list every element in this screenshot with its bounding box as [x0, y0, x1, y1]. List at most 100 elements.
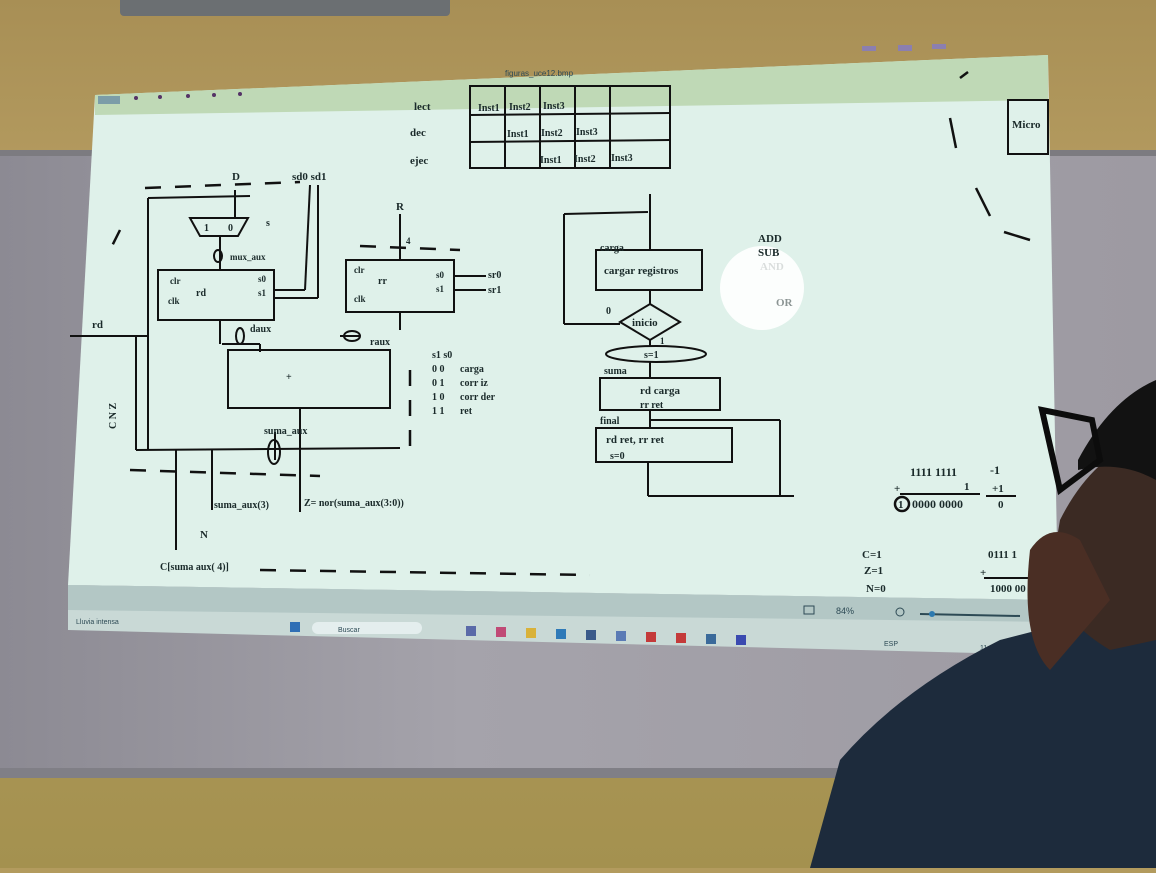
toolbar-icons[interactable]: [98, 92, 242, 104]
input-d: D: [232, 171, 240, 183]
weather-text: Lluvia intensa: [76, 619, 119, 626]
mode-code: 1 1: [432, 406, 445, 417]
suma-aux3-label: suma_aux(3): [214, 500, 269, 511]
mux-aux-label: mux_aux: [230, 252, 266, 262]
mux-sel: s: [266, 218, 270, 229]
zoom-slider[interactable]: [919, 613, 1021, 617]
mux-in-0: 0: [228, 223, 233, 234]
search-placeholder: Buscar: [338, 627, 360, 634]
arith-a: 1111 1111: [910, 465, 957, 479]
arith-a-dec: -1: [990, 463, 1000, 477]
mode-op: carga: [460, 364, 484, 375]
window-controls[interactable]: [862, 44, 946, 51]
mode-op: corr iz: [460, 378, 488, 389]
pipeline-cell: Inst2: [541, 128, 563, 139]
rd-name: rd: [196, 288, 206, 299]
projection-area: [68, 55, 1058, 600]
pipeline-cell: Inst1: [478, 103, 500, 114]
z-expression: Z= nor(suma_aux(3:0)): [304, 498, 404, 509]
datapath-schematic: [70, 184, 486, 550]
mode-code: 0 1: [432, 378, 445, 389]
window-title: figuras_uce12.bmp: [505, 69, 574, 78]
rd-s1: s1: [258, 288, 267, 298]
pipeline-cell: Inst3: [576, 127, 598, 138]
viewer-bar: [68, 585, 1058, 622]
flow-box2-a: rd carga: [640, 385, 681, 397]
zoom-out-icon[interactable]: [895, 607, 905, 617]
pipeline-cell: Inst2: [509, 102, 531, 113]
flag-n: N=0: [866, 583, 886, 595]
flow-box2-b: rr ret: [640, 400, 664, 411]
daux-label: daux: [250, 324, 271, 335]
rd-clk: clk: [168, 296, 180, 306]
input-language[interactable]: ESP: [884, 641, 898, 648]
mode-header: s1 s0: [432, 350, 452, 361]
input-r: R: [396, 201, 405, 213]
pipeline-row-lect: lect: [414, 101, 431, 113]
pipeline-cell: Inst3: [611, 153, 633, 164]
flow-carga: carga: [600, 243, 624, 254]
rr-out-sr0: sr0: [488, 270, 501, 281]
arith-carry: 1: [898, 499, 904, 511]
flowchart: [563, 194, 794, 497]
mode-code: 1 0: [432, 392, 445, 403]
flags-side: C N Z: [108, 403, 119, 429]
arith-result: 0000 0000: [912, 497, 963, 511]
flow-s-assign: s=1: [644, 350, 659, 361]
zoom-level: 84%: [836, 606, 854, 616]
op-and: AND: [760, 261, 784, 273]
arith-b: 1: [964, 481, 970, 493]
flow-box3-b: s=0: [610, 451, 625, 462]
adder-symbol: +: [286, 372, 292, 383]
rr-clk: clk: [354, 294, 366, 304]
zoom-thumb[interactable]: [929, 611, 935, 617]
rd-s0: s0: [258, 274, 267, 284]
arith-b2a: 0111 1: [988, 549, 1017, 561]
student-hand: [1027, 532, 1110, 670]
carry-circle: [893, 495, 911, 513]
bus-width: 4: [406, 236, 411, 246]
op-or: OR: [776, 297, 794, 309]
rr-s1: s1: [436, 284, 445, 294]
handwritten-marks: [948, 71, 1031, 242]
flow-one: 1: [660, 336, 665, 346]
rd-output-label: rd: [92, 319, 103, 331]
micro-label: Micro: [1012, 119, 1041, 131]
arith-plus-2: +: [980, 567, 986, 579]
projector-screen-case: [120, 0, 450, 16]
mode-code: 0 0: [432, 364, 445, 375]
mode-op: corr der: [460, 392, 496, 403]
c-expression: C[suma aux( 4)]: [160, 562, 229, 573]
flow-box3-a: rd ret, rr ret: [606, 434, 664, 446]
dashed-annotations: [108, 180, 591, 577]
op-add: ADD: [758, 233, 782, 245]
glasses: [1038, 406, 1104, 496]
raux-label: raux: [370, 337, 390, 348]
taskbar-app-icons[interactable]: [466, 626, 746, 645]
mux-in-1: 1: [204, 223, 209, 234]
student-foreground: [810, 220, 1156, 868]
rr-name: rr: [378, 276, 387, 287]
flag-z: Z=1: [864, 565, 883, 577]
search-box[interactable]: [312, 622, 422, 634]
start-icon[interactable]: [290, 622, 300, 632]
arith-plus: +: [894, 483, 900, 495]
flow-box1: cargar registros: [604, 265, 679, 277]
pipeline-table: [469, 85, 1049, 169]
rr-s0: s0: [436, 270, 445, 280]
projector-glare: [720, 246, 804, 330]
input-sd: sd0 sd1: [292, 171, 327, 183]
n-label: N: [200, 529, 208, 541]
op-sub: SUB: [758, 247, 780, 259]
flow-suma: suma: [604, 366, 627, 377]
pipeline-cell: Inst1: [507, 129, 529, 140]
arith-b-dec: +1: [992, 483, 1004, 495]
pipeline-cell: Inst3: [543, 101, 565, 112]
flow-final: final: [600, 416, 620, 427]
rr-out-sr1: sr1: [488, 285, 501, 296]
flow-zero: 0: [606, 306, 611, 317]
rd-clr: clr: [170, 276, 181, 286]
fit-icon[interactable]: [803, 605, 815, 615]
flow-decision: inicio: [632, 317, 658, 329]
